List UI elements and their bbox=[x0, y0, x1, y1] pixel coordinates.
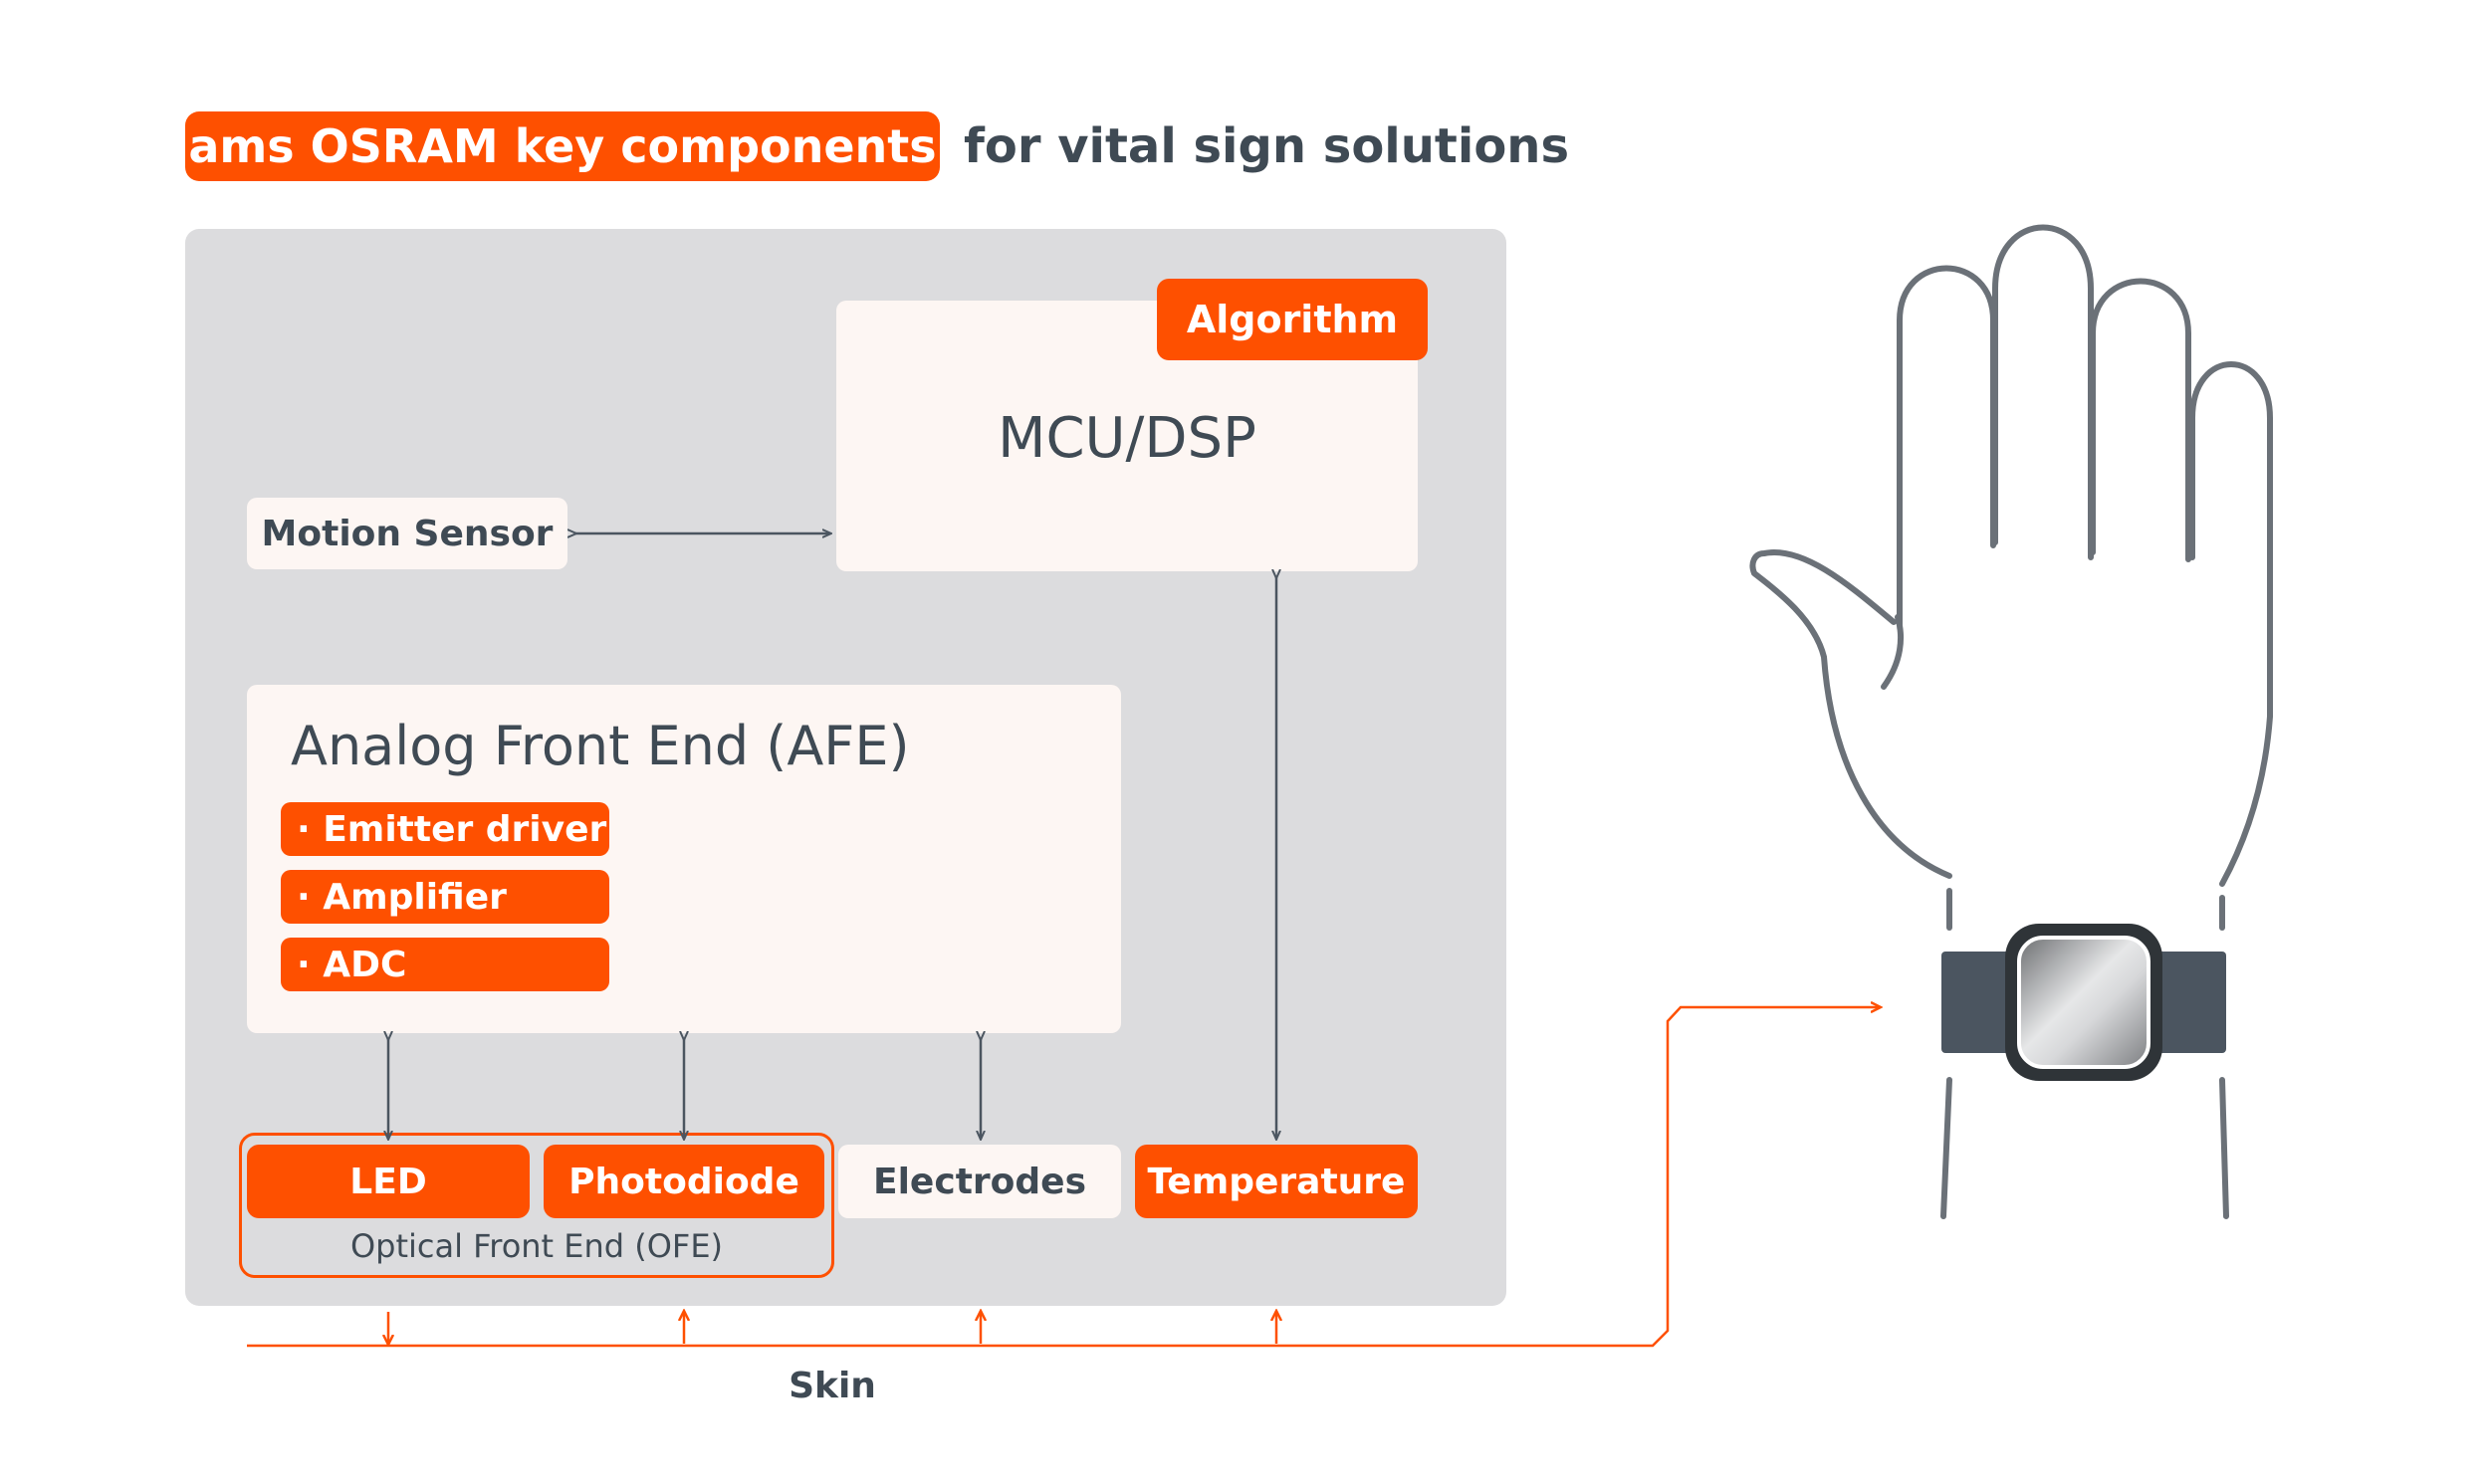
afe-item-emitter-driver: · Emitter driver bbox=[281, 802, 609, 856]
ofe-label: Optical Front End (OFE) bbox=[349, 1227, 724, 1265]
mcu-dsp-label: MCU/DSP bbox=[998, 405, 1256, 471]
afe-item-amplifier: · Amplifier bbox=[281, 870, 609, 924]
algorithm-badge: Algorithm bbox=[1157, 279, 1428, 360]
skin-line bbox=[247, 1007, 1880, 1348]
electrodes-block: Electrodes bbox=[838, 1145, 1121, 1218]
ofe-group-frame bbox=[239, 1133, 834, 1278]
motion-sensor-block: Motion Sensor bbox=[247, 498, 567, 569]
title-rest: for vital sign solutions bbox=[964, 118, 1570, 174]
hand-with-smartwatch-icon bbox=[1749, 224, 2273, 1219]
afe-item-adc: · ADC bbox=[281, 938, 609, 991]
skin-label: Skin bbox=[789, 1365, 876, 1406]
photodiode-block: Photodiode bbox=[544, 1145, 824, 1218]
title-highlight: ams OSRAM key components bbox=[185, 111, 940, 181]
watch-screen bbox=[2017, 936, 2150, 1069]
temperature-block: Temperature bbox=[1135, 1145, 1418, 1218]
afe-title: Analog Front End (AFE) bbox=[291, 714, 910, 777]
led-block: LED bbox=[247, 1145, 530, 1218]
